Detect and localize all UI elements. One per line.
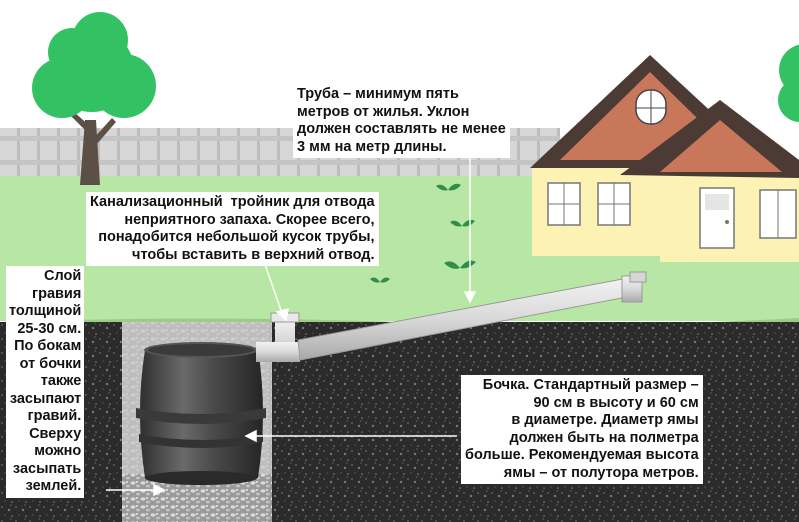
left-tree xyxy=(32,12,156,185)
barrel xyxy=(136,342,266,485)
tee-annotation: Канализационный тройник для отвода непри… xyxy=(86,192,379,266)
pipe-annotation: Труба – минимум пять метров от жилья. Ук… xyxy=(293,84,510,158)
sprouts xyxy=(370,183,476,283)
barrel-annotation: Бочка. Стандартный размер – 90 см в высо… xyxy=(461,375,703,484)
gravel-annotation: Слой гравия толщиной 25-30 см. По бокам … xyxy=(6,266,85,498)
leader-lines xyxy=(106,158,477,497)
house xyxy=(530,55,799,262)
